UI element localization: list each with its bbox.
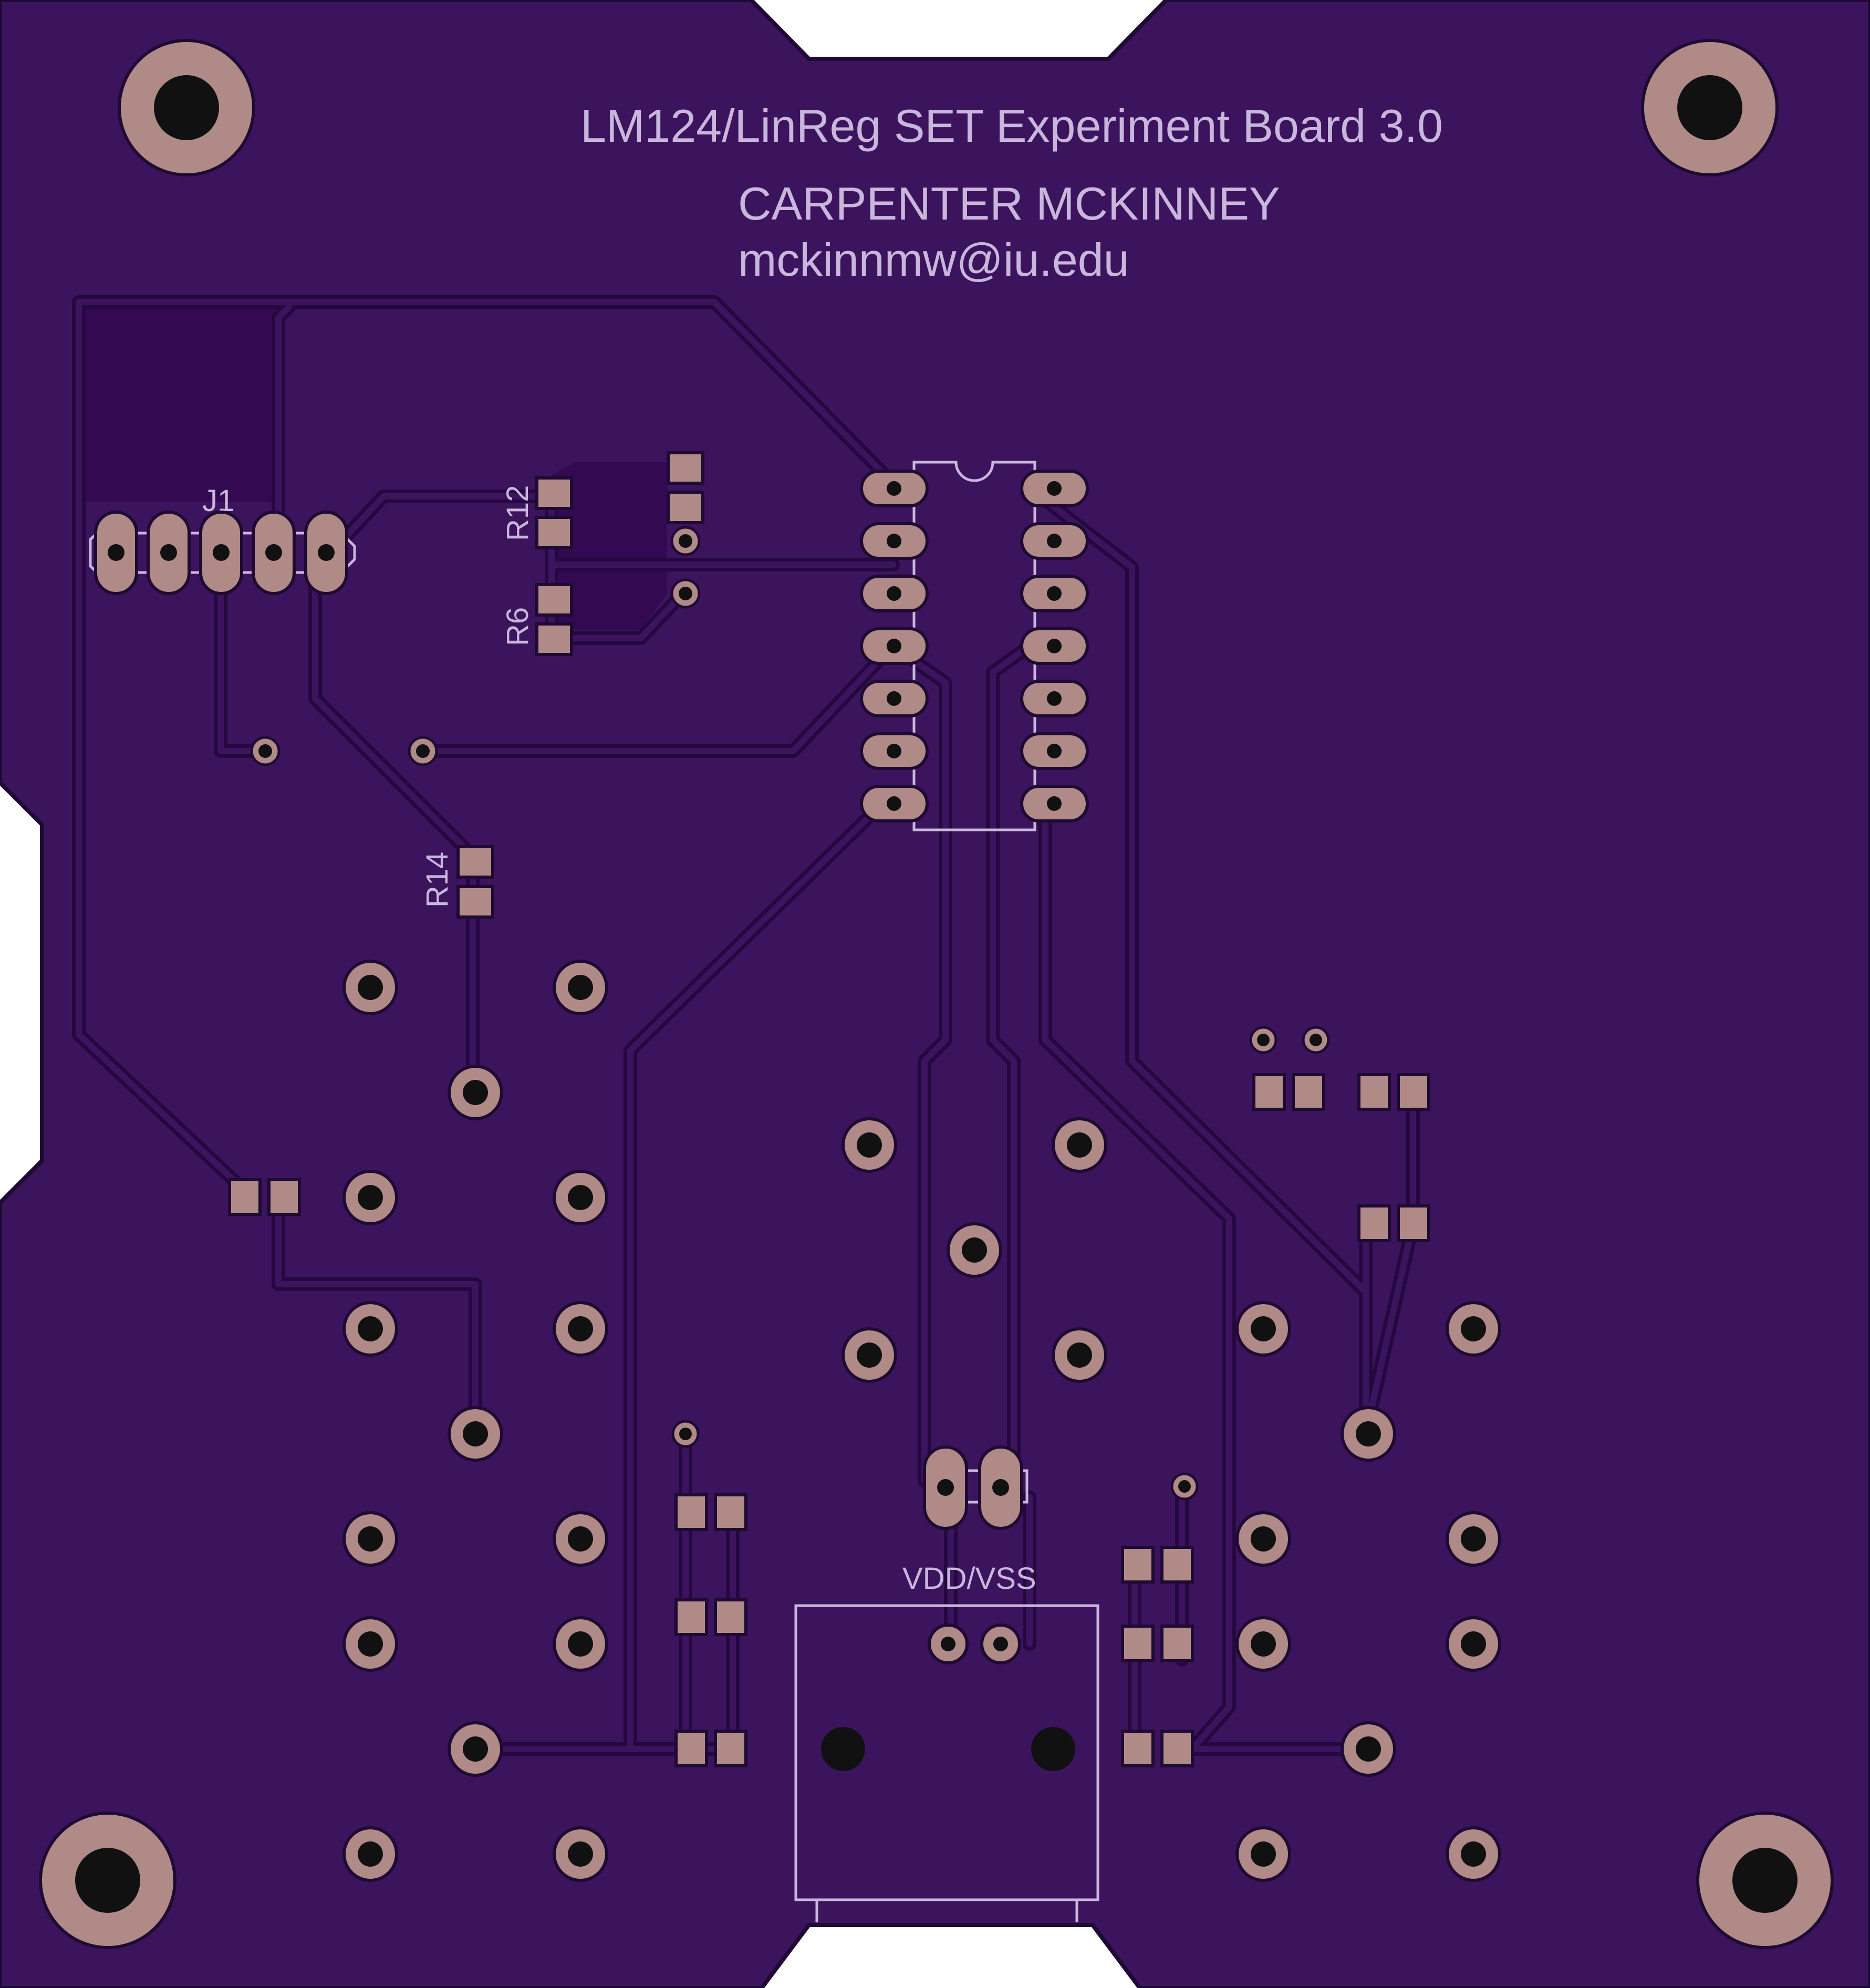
copper-pour — [84, 307, 276, 502]
trace-layer — [72, 295, 1420, 1756]
smd-pad-icon — [714, 1730, 747, 1767]
through-hole-pad-icon — [1341, 1406, 1396, 1462]
through-hole-pad-icon — [342, 960, 398, 1015]
smd-pad-icon — [1252, 1073, 1286, 1111]
power-jack-outline — [794, 1604, 1099, 1901]
through-hole-pad-icon — [1235, 1616, 1291, 1672]
smd-pad-icon — [1121, 1546, 1155, 1584]
via-icon — [1170, 1472, 1199, 1501]
smd-pad-icon — [667, 451, 704, 485]
through-hole-pad-icon — [1446, 1511, 1501, 1567]
through-hole-pad-icon — [1235, 1826, 1291, 1882]
through-hole-pad-icon — [553, 1511, 608, 1567]
through-hole-pad-icon — [1235, 1301, 1291, 1357]
smd-pads — [228, 451, 1430, 1767]
smd-pad-icon — [1357, 1073, 1391, 1111]
through-hole-pad-icon — [947, 1222, 1002, 1278]
author-email: mckinnmw@iu.edu — [738, 234, 1129, 286]
mounting-hole-icon — [1696, 1812, 1834, 1949]
smd-pad-icon — [535, 583, 573, 617]
mounting-hole-icon — [1641, 39, 1779, 176]
smd-pad-icon — [1160, 1730, 1194, 1767]
via-icon — [671, 1420, 700, 1448]
r12-label: R12 — [501, 485, 535, 541]
smd-pad-icon — [1160, 1625, 1194, 1662]
smd-pad-icon — [267, 1178, 301, 1216]
smd-pad-icon — [228, 1178, 262, 1216]
through-hole-pad-icon — [553, 1826, 608, 1882]
through-hole-pad-icon — [842, 1117, 897, 1173]
through-hole-pads — [342, 960, 1501, 1882]
smd-pad-icon — [1160, 1546, 1194, 1584]
smd-pad-icon — [535, 476, 573, 510]
mounting-hole-icon — [118, 39, 255, 176]
through-hole-pad-icon — [1446, 1301, 1501, 1357]
through-hole-pad-icon — [342, 1170, 398, 1225]
smd-pad-icon — [456, 885, 494, 919]
smd-pad-icon — [674, 1493, 708, 1531]
mounting-hole-icon — [39, 1812, 176, 1949]
power-jack-tab — [815, 1900, 1078, 1922]
author-name: CARPENTER MCKINNEY — [738, 178, 1280, 230]
through-hole-pad-icon — [342, 1826, 398, 1882]
through-hole-pad-icon — [342, 1301, 398, 1357]
ic-outline — [912, 461, 1036, 831]
copper-pour-resistors — [552, 462, 667, 630]
via-icon — [1302, 1026, 1330, 1054]
through-hole-pad-icon — [342, 1511, 398, 1567]
through-hole-pad-icon — [1446, 1616, 1501, 1672]
through-hole-pad-icon — [1341, 1721, 1396, 1777]
through-hole-pad-icon — [1446, 1826, 1501, 1882]
mounting-holes — [39, 39, 1834, 1949]
through-hole-pad-icon — [1052, 1117, 1107, 1173]
through-hole-pad-icon — [1235, 1511, 1291, 1567]
through-hole-pad-icon — [448, 1065, 503, 1120]
vdd-vss-label: VDD/VSS — [902, 1562, 1036, 1596]
through-hole-pad-icon — [553, 1170, 608, 1225]
through-hole-pad-icon — [342, 1616, 398, 1672]
smd-pad-icon — [714, 1493, 747, 1531]
through-hole-pad-icon — [553, 960, 608, 1015]
through-hole-pad-icon — [1052, 1327, 1107, 1383]
via-icon — [250, 736, 280, 766]
board-title: LM124/LinReg SET Experiment Board 3.0 — [580, 100, 1443, 152]
smd-pad-icon — [674, 1730, 708, 1767]
smd-pad-icon — [535, 516, 573, 549]
via-icon — [670, 578, 701, 609]
smd-pad-icon — [667, 491, 704, 524]
smd-pad-icon — [1357, 1204, 1391, 1242]
smd-pad-icon — [456, 845, 494, 879]
smd-pad-icon — [1397, 1073, 1430, 1111]
through-hole-pad-icon — [842, 1327, 897, 1383]
smd-pad-icon — [1121, 1625, 1155, 1662]
through-hole-pad-icon — [448, 1406, 503, 1462]
power-jack — [821, 1623, 1075, 1771]
smd-pad-icon — [535, 622, 573, 656]
via-icon — [1249, 1026, 1277, 1054]
via-icon — [408, 736, 438, 766]
smd-pad-icon — [1397, 1204, 1430, 1242]
smd-pad-icon — [1121, 1730, 1155, 1767]
smd-pad-icon — [1292, 1073, 1325, 1111]
smd-pad-icon — [674, 1598, 708, 1636]
r6-label: R6 — [501, 607, 535, 646]
through-hole-pad-icon — [448, 1721, 503, 1777]
through-hole-pad-icon — [553, 1616, 608, 1672]
smd-pad-icon — [714, 1598, 747, 1636]
vias — [250, 526, 1330, 1501]
r14-label: R14 — [420, 852, 454, 908]
via-icon — [670, 526, 701, 556]
through-hole-pad-icon — [553, 1301, 608, 1357]
